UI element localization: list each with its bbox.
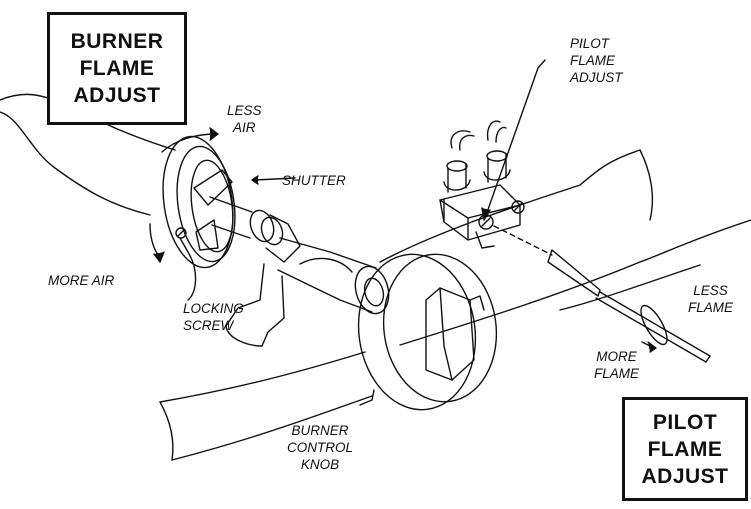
pilot-title-line: FLAME [647, 437, 723, 461]
label-line: LOCKING [183, 301, 244, 316]
burner-flame-adjust-title: BURNER FLAME ADJUST [47, 12, 187, 125]
pilot-title-line: ADJUST [641, 464, 729, 488]
label-line: AIR [233, 120, 256, 135]
label-line: BURNER [291, 423, 349, 438]
label-line: LESS [227, 103, 262, 118]
less-flame-label: LESS FLAME [688, 282, 733, 316]
valve-body [225, 237, 390, 347]
less-air-arrow [161, 127, 219, 153]
label-line: MORE [596, 349, 637, 364]
more-air-label: MORE AIR [48, 272, 114, 289]
label-line: FLAME [570, 53, 616, 68]
locking-screw-label: LOCKING SCREW [183, 300, 244, 334]
label-line: LESS [693, 283, 728, 298]
screwdriver [493, 225, 711, 363]
label-line: SHUTTER [282, 173, 346, 188]
pilot-flame-adjust-label: PILOT FLAME ADJUST [570, 35, 623, 86]
label-line: MORE AIR [48, 273, 115, 288]
air-shutter [162, 135, 236, 269]
pilot-title-line: PILOT [652, 410, 718, 434]
pilot-valve [439, 120, 525, 249]
label-line: ADJUST [570, 70, 623, 85]
pilot-flame-adjust-title: PILOT FLAME ADJUST [622, 397, 748, 501]
label-line: CONTROL [287, 440, 354, 455]
label-line: FLAME [688, 300, 734, 315]
burner-title-line: ADJUST [73, 84, 161, 107]
locking-screw [175, 227, 187, 239]
burner-title-line: BURNER [70, 30, 164, 53]
shutter-label: SHUTTER [282, 172, 346, 189]
label-line: PILOT [570, 36, 610, 51]
manifold-pipe [159, 149, 751, 461]
more-air-arrow [149, 223, 165, 263]
label-line: KNOB [300, 457, 340, 472]
shutter-tube [209, 196, 301, 263]
label-line: SCREW [183, 318, 234, 333]
more-flame-arrow [641, 341, 657, 353]
less-air-label: LESS AIR [227, 102, 262, 136]
leader-lines [179, 59, 546, 406]
burner-control-knob-label: BURNER CONTROL KNOB [287, 422, 353, 473]
burner-title-line: FLAME [79, 57, 155, 80]
control-knob [357, 253, 498, 411]
more-flame-label: MORE FLAME [594, 348, 639, 382]
label-line: FLAME [594, 366, 640, 381]
